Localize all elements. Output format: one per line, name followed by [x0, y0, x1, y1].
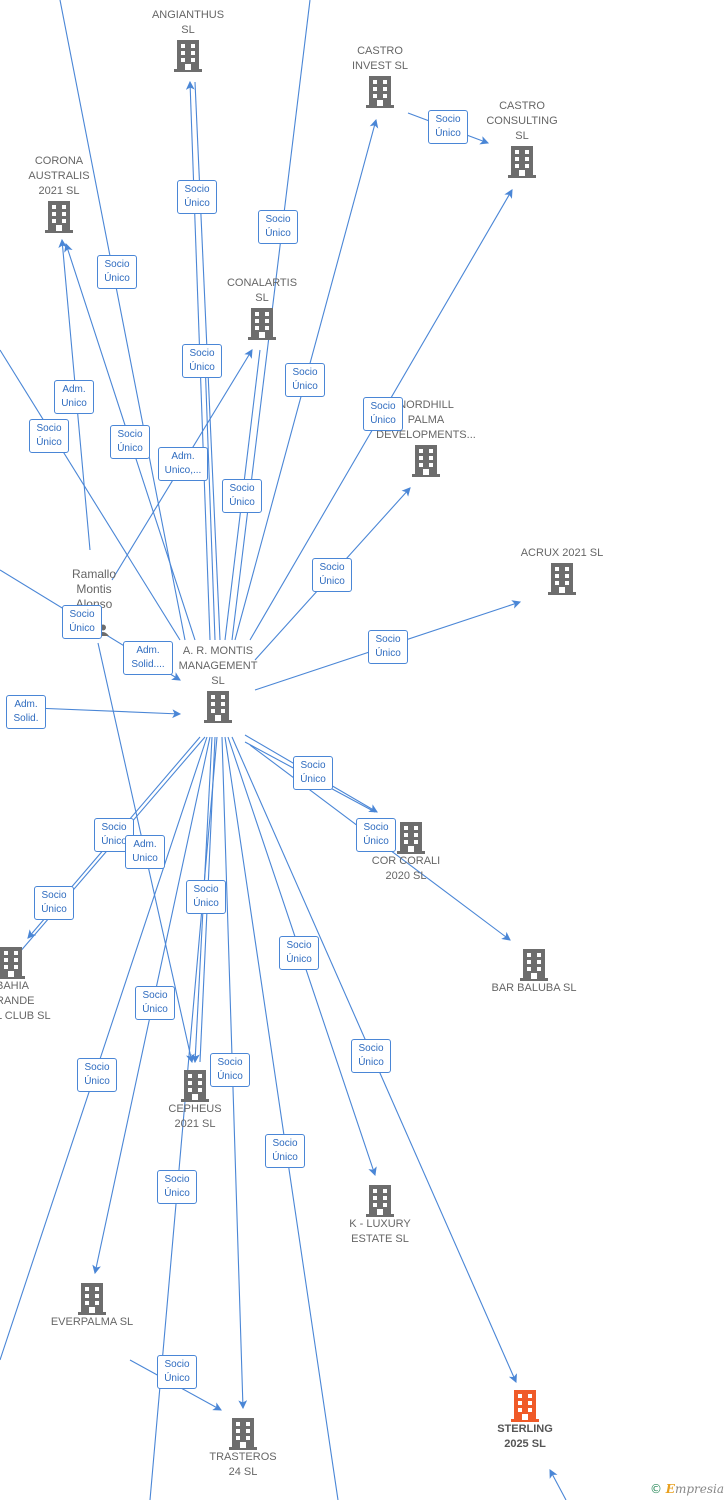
company-label: STERLING 2025 SL: [497, 1423, 553, 1450]
company-node-nordhill[interactable]: NORDHILL PALMA DEVELOPMENTS...: [370, 398, 482, 477]
building-icon: [45, 201, 73, 233]
company-label: ANGIANTHUS SL: [151, 9, 225, 36]
company-node-cor-corali[interactable]: COR CORALI 2020 SL: [360, 820, 452, 884]
company-label: ACRUX 2021 SL: [520, 547, 604, 559]
building-icon-highlighted: [511, 1390, 539, 1422]
relation-label[interactable]: Adm. Solid....: [123, 641, 173, 675]
relation-label[interactable]: Adm. Unico: [125, 835, 165, 869]
building-icon: [248, 308, 276, 340]
company-node-everpalma[interactable]: EVERPALMA SL: [40, 1281, 144, 1330]
relation-label[interactable]: Socio Único: [279, 936, 319, 970]
company-label: CASTRO CONSULTING SL: [486, 100, 558, 142]
building-icon: [174, 40, 202, 72]
relation-label[interactable]: Socio Único: [157, 1170, 197, 1204]
building-icon: [366, 76, 394, 108]
company-node-sterling[interactable]: STERLING 2025 SL: [480, 1388, 570, 1452]
building-icon: [520, 949, 548, 981]
company-node-castro-consulting[interactable]: CASTRO CONSULTING SL: [477, 99, 567, 178]
relation-label[interactable]: Socio Único: [222, 479, 262, 513]
company-node-conalartis[interactable]: CONALARTIS SL: [217, 276, 307, 340]
building-icon: [204, 691, 232, 723]
relation-label[interactable]: Socio Único: [356, 818, 396, 852]
company-node-castro-invest[interactable]: CASTRO INVEST SL: [335, 44, 425, 108]
relation-label[interactable]: Socio Único: [62, 605, 102, 639]
relation-label[interactable]: Adm. Solid.: [6, 695, 46, 729]
relation-label[interactable]: Socio Único: [135, 986, 175, 1020]
relation-label[interactable]: Socio Único: [265, 1134, 305, 1168]
building-icon: [412, 445, 440, 477]
person-node-ramallo-montis-alonso[interactable]: Ramallo Montis Alonso: [56, 552, 132, 612]
relation-label[interactable]: Adm. Unico: [54, 380, 94, 414]
relation-label[interactable]: Socio Único: [285, 363, 325, 397]
building-icon: [397, 822, 425, 854]
company-node-cepheus[interactable]: CEPHEUS 2021 SL: [152, 1068, 238, 1132]
edge: [0, 349, 181, 641]
relation-label[interactable]: Socio Único: [177, 180, 217, 214]
company-label: CONALARTIS SL: [226, 277, 298, 304]
company-label: TRASTEROS 24 SL: [209, 1451, 277, 1478]
brand-name: mpresia: [674, 1482, 724, 1496]
company-node-angianthus[interactable]: ANGIANTHUS SL: [140, 8, 236, 72]
edge: [59, 0, 186, 641]
relation-label[interactable]: Socio Único: [110, 425, 150, 459]
company-label: BAHIA RANDE L CLUB SL: [0, 980, 51, 1022]
relation-label[interactable]: Socio Único: [258, 210, 298, 244]
relation-label[interactable]: Socio Único: [351, 1039, 391, 1073]
company-label: NORDHILL PALMA DEVELOPMENTS...: [376, 399, 476, 441]
building-icon: [0, 947, 25, 979]
company-label: CASTRO INVEST SL: [351, 45, 409, 72]
edge: [549, 1469, 567, 1500]
edge: [224, 736, 339, 1500]
relation-label[interactable]: Socio Único: [293, 756, 333, 790]
relation-label[interactable]: Socio Único: [368, 630, 408, 664]
company-label: K - LUXURY ESTATE SL: [349, 1218, 411, 1245]
building-icon: [181, 1070, 209, 1102]
company-label: CORONA AUSTRALIS 2021 SL: [28, 155, 90, 197]
relation-label[interactable]: Socio Único: [182, 344, 222, 378]
edge: [0, 736, 208, 1361]
copyright-symbol: ©: [649, 1482, 662, 1496]
company-label: COR CORALI 2020 SL: [371, 855, 441, 882]
company-node-acrux[interactable]: ACRUX 2021 SL: [508, 546, 616, 595]
relation-label[interactable]: Socio Único: [157, 1355, 197, 1389]
company-node-corona-australis[interactable]: CORONA AUSTRALIS 2021 SL: [14, 154, 104, 233]
building-icon: [366, 1185, 394, 1217]
company-label: A. R. MONTIS MANAGEMENT SL: [178, 645, 258, 687]
relation-label[interactable]: Socio Único: [428, 110, 468, 144]
company-node-bahia[interactable]: BAHIA RANDE L CLUB SL: [0, 945, 58, 1024]
brand-initial: E: [665, 1482, 675, 1496]
relation-label[interactable]: Socio Único: [186, 880, 226, 914]
brand-footer: © Empresia: [650, 1482, 724, 1496]
edge: [0, 736, 206, 976]
building-icon: [229, 1418, 257, 1450]
building-icon: [548, 563, 576, 595]
relation-label[interactable]: Socio Único: [312, 558, 352, 592]
relation-label[interactable]: Socio Único: [34, 886, 74, 920]
company-label: BAR BALUBA SL: [491, 982, 577, 994]
company-node-k-luxury[interactable]: K - LUXURY ESTATE SL: [334, 1183, 426, 1247]
company-label: EVERPALMA SL: [50, 1316, 134, 1328]
company-label: CEPHEUS 2021 SL: [168, 1103, 222, 1130]
relation-label[interactable]: Socio Único: [29, 419, 69, 453]
relation-label[interactable]: Socio Único: [210, 1053, 250, 1087]
edge: [204, 359, 216, 641]
relation-label[interactable]: Socio Único: [97, 255, 137, 289]
company-node-montis-management[interactable]: A. R. MONTIS MANAGEMENT SL: [170, 644, 266, 723]
company-node-trasteros[interactable]: TRASTEROS 24 SL: [198, 1416, 288, 1480]
company-node-bar-baluba[interactable]: BAR BALUBA SL: [484, 947, 584, 996]
relation-label[interactable]: Adm. Unico,...: [158, 447, 208, 481]
building-icon: [508, 146, 536, 178]
relation-label[interactable]: Socio Único: [363, 397, 403, 431]
relation-label[interactable]: Socio Único: [77, 1058, 117, 1092]
building-icon: [78, 1283, 106, 1315]
